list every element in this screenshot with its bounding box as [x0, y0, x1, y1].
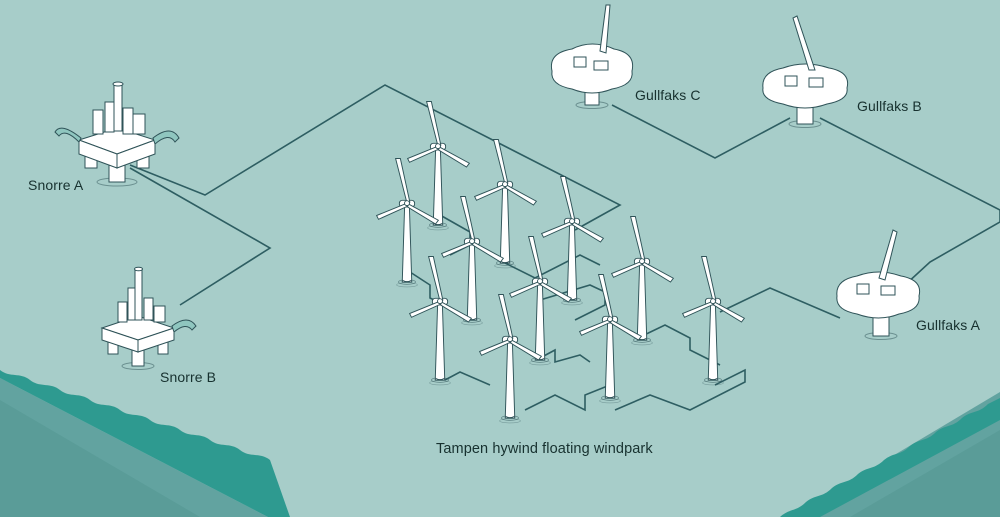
turbine	[376, 158, 439, 288]
gullfaks-a-label: Gullfaks A	[916, 317, 981, 333]
turbine	[441, 196, 504, 326]
cable-park-internal-2	[504, 254, 601, 279]
ocean-edge-left	[0, 370, 290, 517]
ocean-edge-right	[780, 392, 1000, 517]
power-cables	[129, 84, 1000, 412]
cable-gullfaks-b-to-a	[819, 117, 1000, 286]
cable-gullfaks-c-to-b	[611, 104, 791, 159]
turbine	[579, 274, 642, 404]
turbine	[541, 176, 604, 306]
cable-park-internal-7	[524, 384, 611, 412]
gullfaks-c-label: Gullfaks C	[635, 87, 701, 103]
snorre-b-platform	[100, 266, 197, 370]
windpark-turbines	[376, 101, 745, 424]
windpark-label: Tampen hywind floating windpark	[436, 441, 653, 457]
cable-park-internal-9	[539, 348, 591, 364]
turbine	[409, 256, 472, 386]
gullfaks-b-platform	[762, 15, 849, 128]
cable-snorre-a-to-snorre-b	[129, 167, 272, 306]
gullfaks-a-platform	[836, 229, 921, 340]
cable-park-internal-6	[444, 371, 491, 386]
snorre-a-label: Snorre A	[28, 177, 84, 193]
cable-gullfaks-a-to-park	[719, 287, 841, 319]
cable-park-internal-8	[614, 368, 746, 411]
snorre-a-platform	[54, 81, 180, 187]
turbine	[682, 256, 745, 386]
gullfaks-b-label: Gullfaks B	[857, 98, 922, 114]
snorre-b-label: Snorre B	[160, 369, 217, 385]
cable-snorre-a-to-park	[129, 84, 622, 231]
cable-park-internal-5	[639, 324, 721, 366]
gullfaks-c-platform	[550, 4, 634, 109]
